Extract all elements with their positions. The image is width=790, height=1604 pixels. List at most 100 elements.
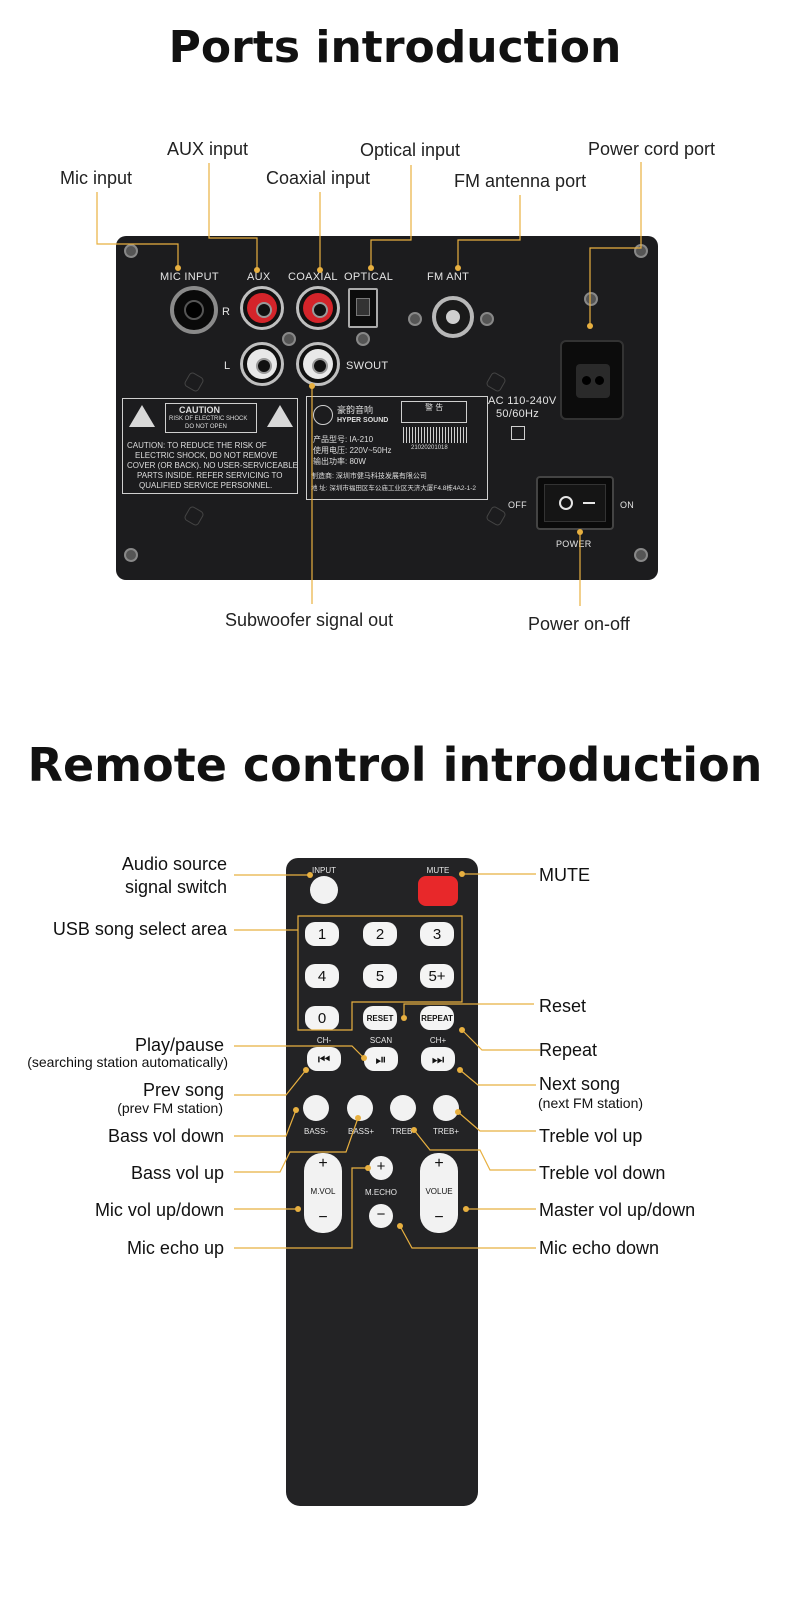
power-cord-socket: [560, 340, 624, 420]
label-bass-up: Bass vol up: [130, 1163, 224, 1183]
label-audio-source: Audio source: [121, 854, 227, 874]
aux-r-jack: [240, 286, 284, 330]
power-switch: [536, 476, 614, 530]
maker-line: 制造商: 深圳市健马科技发展有限公司: [311, 473, 427, 480]
key-input-label: INPUT: [312, 866, 336, 875]
label-coaxial-input: Coaxial input: [266, 168, 371, 188]
screw: [408, 312, 422, 326]
key-3[interactable]: 3: [420, 922, 454, 946]
caution-line: CAUTION: TO REDUCE THE RISK OF: [127, 441, 267, 450]
remote-control: INPUT MUTE 1 2 3 4 5 5+ 0 RESET REPEAT C…: [286, 858, 478, 1506]
mic-vol-rocker[interactable]: + M.VOL −: [304, 1153, 342, 1233]
master-vol-plus: +: [434, 1155, 444, 1172]
bass-minus-key[interactable]: [303, 1095, 329, 1121]
mic-echo-plus-glyph: +: [376, 1158, 386, 1175]
treb-plus-key[interactable]: [433, 1095, 459, 1121]
panel-aux-label: AUX: [247, 271, 271, 283]
warning-triangle-icon: [267, 405, 293, 427]
mic-echo-minus-key[interactable]: [369, 1204, 393, 1228]
warning-triangle-icon: [129, 405, 155, 427]
key-mute-label: MUTE: [426, 866, 450, 875]
label-next-song: Next song: [539, 1074, 621, 1094]
reset-key[interactable]: RESET: [363, 1006, 397, 1030]
label-prev-song-sub: (prev FM station): [117, 1100, 223, 1116]
serial-number: 21020201018: [411, 445, 448, 451]
brand-logo-icon: [313, 405, 333, 425]
label-signal-switch: signal switch: [124, 877, 227, 897]
warning-cn: 警 告: [425, 403, 444, 412]
remote-title: Remote control introduction: [27, 738, 763, 792]
key-1[interactable]: 1: [305, 922, 339, 946]
screw: [124, 548, 138, 562]
scan-label: SCAN: [369, 1036, 393, 1045]
ports-title: Ports introduction: [168, 22, 622, 73]
model-line: 产品型号: IA-210: [313, 435, 374, 444]
panel-power-label: POWER: [556, 539, 592, 549]
panel-fm-ant-label: FM ANT: [427, 271, 470, 283]
repeat-key[interactable]: REPEAT: [420, 1006, 454, 1030]
double-insulation-icon: [511, 426, 525, 440]
mic-vol-minus: −: [318, 1209, 328, 1226]
panel-coaxial-label: COAXIAL: [288, 271, 338, 283]
input-key[interactable]: [310, 876, 338, 904]
panel-l-label: L: [224, 360, 231, 372]
label-aux-input: AUX input: [167, 139, 249, 159]
power-line: 输出功率: 80W: [313, 457, 366, 466]
optical-jack: [348, 288, 378, 328]
mic-jack: [170, 286, 218, 334]
screw: [124, 244, 138, 258]
mic-echo-plus-key[interactable]: [369, 1156, 393, 1180]
panel-hz-label: 50/60Hz: [496, 408, 540, 420]
screw: [480, 312, 494, 326]
power-off-icon: [559, 496, 573, 510]
master-vol-rocker[interactable]: + VOLUE −: [420, 1153, 458, 1233]
play-pause-key[interactable]: ⏯: [364, 1047, 398, 1071]
brand-cn: 豪韵音响: [337, 405, 374, 415]
key-0[interactable]: 0: [305, 1006, 339, 1030]
power-on-icon: [583, 502, 595, 504]
brand-en: HYPER SOUND: [337, 417, 389, 424]
mic-echo-label: M.ECHO: [365, 1188, 397, 1197]
label-mic-input: Mic input: [60, 168, 133, 188]
prev-song-key[interactable]: ⏮: [307, 1047, 341, 1071]
key-2[interactable]: 2: [363, 922, 397, 946]
label-mute: MUTE: [539, 865, 590, 885]
aux-l-jack: [240, 342, 284, 386]
label-power-on-off: Power on-off: [528, 614, 630, 634]
panel-off-label: OFF: [508, 500, 527, 510]
ports-leader-lines: [96, 162, 642, 606]
next-song-key[interactable]: ⏭: [421, 1047, 455, 1071]
address-line: 地 址: 深圳市福田区车公庙工业区天济大厦F4.8栋4A2-1-2: [311, 485, 477, 492]
screw: [584, 292, 598, 306]
label-fm-antenna-port: FM antenna port: [454, 171, 587, 191]
caution-line: QUALIFIED SERVICE PERSONNEL.: [139, 481, 273, 490]
key-5[interactable]: 5: [363, 964, 397, 988]
caution-box-line: DO NOT OPEN: [185, 424, 227, 430]
label-optical-input: Optical input: [360, 140, 461, 160]
screw: [634, 548, 648, 562]
label-usb-song: USB song select area: [52, 919, 227, 939]
label-reset: Reset: [539, 996, 587, 1016]
label-mic-vol: Mic vol up/down: [94, 1200, 224, 1220]
caution-line: COVER (OR BACK). NO USER-SERVICEABLE: [127, 461, 298, 470]
label-play-pause-sub: (searching station automatically): [27, 1054, 228, 1070]
swout-jack: [296, 342, 340, 386]
voltage-line: 使用电压: 220V~50Hz: [313, 446, 392, 455]
label-subwoofer-out: Subwoofer signal out: [225, 610, 394, 630]
panel-mic-input-label: MIC INPUT: [160, 271, 219, 283]
key-4[interactable]: 4: [305, 964, 339, 988]
label-treble-down: Treble vol down: [539, 1163, 666, 1183]
mic-vol-plus: +: [318, 1155, 328, 1172]
treb-plus-label: TREB+: [432, 1127, 460, 1136]
bass-plus-label: BASS+: [347, 1127, 375, 1136]
screw: [282, 332, 296, 346]
mute-key[interactable]: [418, 876, 458, 906]
label-treble-up: Treble vol up: [539, 1126, 643, 1146]
panel-swout-label: SWOUT: [346, 360, 389, 372]
ch-plus-label: CH+: [429, 1036, 447, 1045]
label-bass-down: Bass vol down: [107, 1126, 224, 1146]
treb-minus-key[interactable]: [390, 1095, 416, 1121]
label-next-song-sub: (next FM station): [538, 1095, 644, 1111]
key-5-plus[interactable]: 5+: [420, 964, 454, 988]
